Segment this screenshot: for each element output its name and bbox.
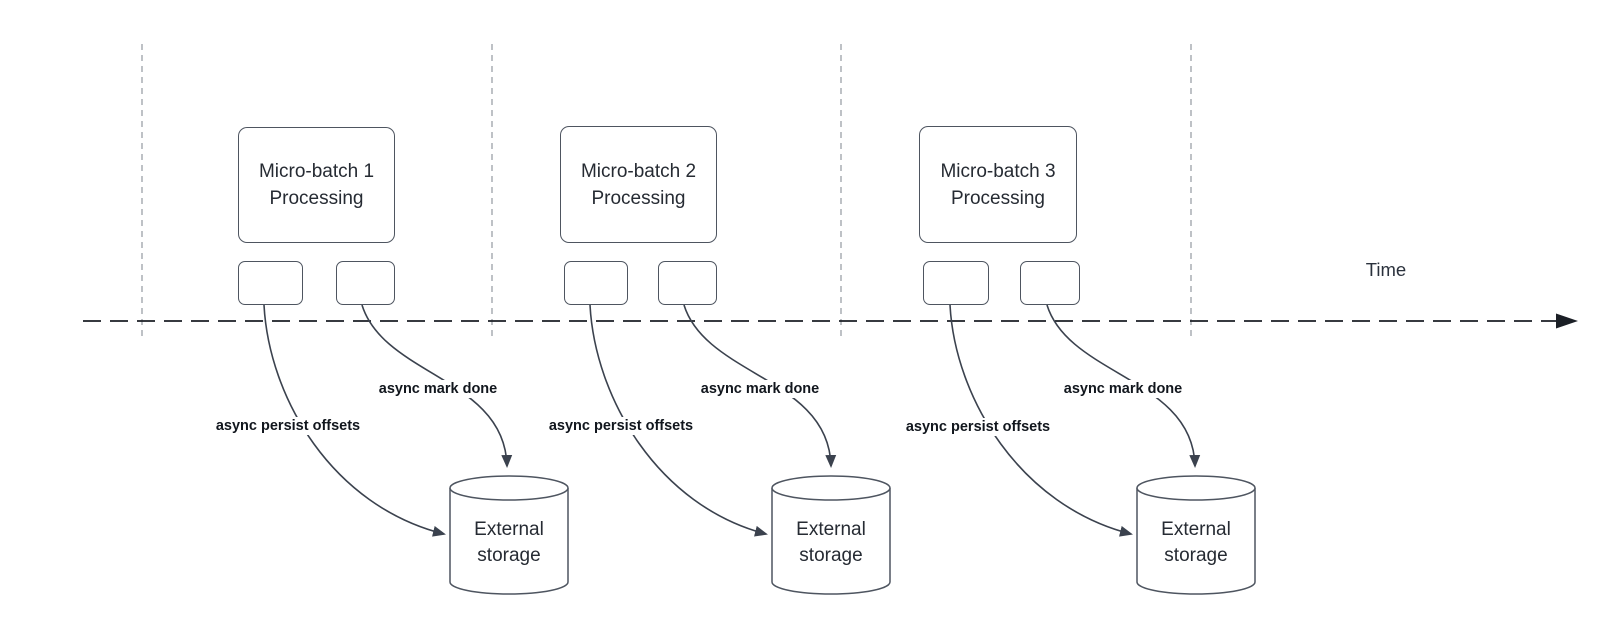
micro-batch-1-processing-box: Micro-batch 1 Processing [238, 127, 395, 243]
batch-3-persist-task-box [923, 261, 989, 305]
micro-batch-3-processing-label: Micro-batch 3 Processing [940, 160, 1056, 209]
external-storage-label-3: External storage [1161, 519, 1231, 566]
batch-1-mark-done-task-box [336, 261, 395, 305]
batch-3-mark-done-task-box [1020, 261, 1080, 305]
micro-batch-2-processing-box: Micro-batch 2 Processing [560, 126, 717, 243]
persist-offsets-label-3: async persist offsets [902, 418, 1054, 436]
mark-done-arrow-2 [683, 304, 837, 468]
batch-2-persist-task-box [564, 261, 628, 305]
micro-batch-3-processing-box: Micro-batch 3 Processing [919, 126, 1077, 243]
mark-done-label-3: async mark done [1060, 380, 1186, 398]
persist-offsets-arrow-1 [263, 304, 446, 537]
persist-offsets-arrow-3 [949, 304, 1133, 537]
micro-batch-2-processing-label: Micro-batch 2 Processing [580, 160, 697, 209]
mark-done-label-2: async mark done [697, 380, 823, 398]
external-storage-cylinder-1 [449, 475, 569, 595]
external-storage-cylinder-3 [1136, 475, 1256, 595]
mark-done-label-1: async mark done [375, 380, 501, 398]
mark-done-arrow-3 [1046, 304, 1201, 468]
batch-2-mark-done-task-box [658, 261, 717, 305]
persist-offsets-label-2: async persist offsets [545, 417, 697, 435]
external-storage-label-1: External storage [474, 519, 544, 566]
external-storage-label-2: External storage [796, 519, 866, 566]
persist-offsets-label-1: async persist offsets [212, 417, 364, 435]
mark-done-arrow-1 [361, 304, 513, 468]
time-axis-label: Time [1365, 259, 1407, 280]
persist-offsets-arrow-2 [589, 304, 768, 537]
external-storage-cylinder-2 [771, 475, 891, 595]
micro-batch-1-processing-label: Micro-batch 1 Processing [258, 161, 375, 209]
batch-1-persist-task-box [238, 261, 303, 305]
time-axis-arrowhead-icon [1556, 313, 1578, 329]
